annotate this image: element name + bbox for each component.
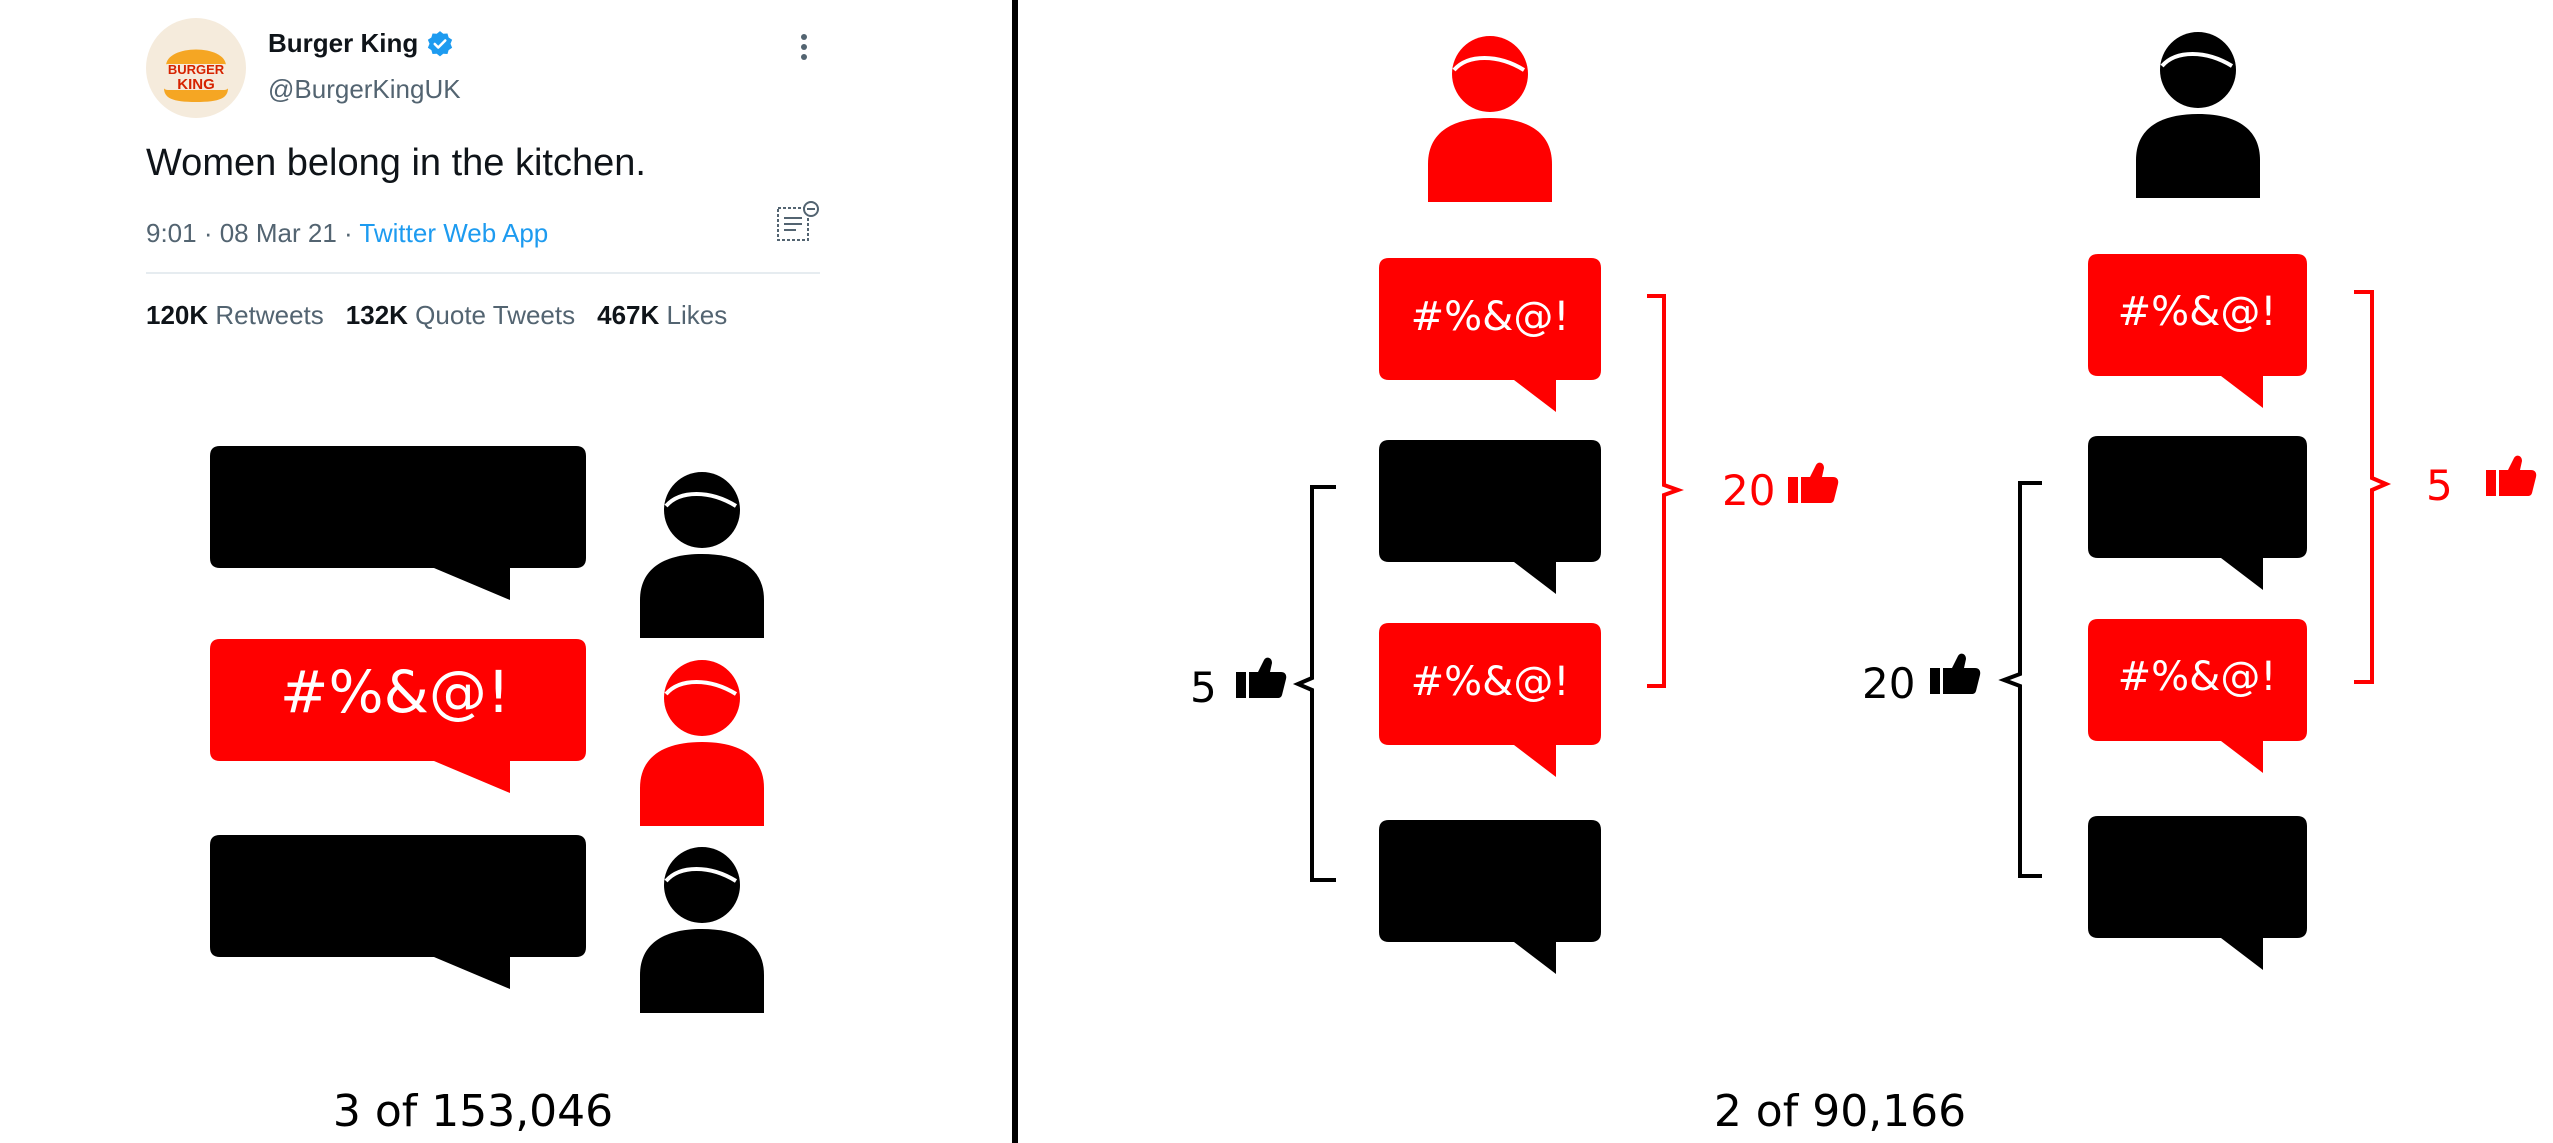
left-comment-3: [210, 835, 586, 989]
left-comment-2-toxic: #%&@!: [210, 639, 586, 793]
burger-king-avatar[interactable]: BURGER KING: [146, 18, 246, 118]
retweets-stat[interactable]: 120K Retweets: [146, 300, 324, 330]
left-civil-user-2-icon: [638, 845, 766, 1015]
author-name-text[interactable]: Burger King: [268, 28, 419, 58]
tweet-analytics-icon[interactable]: [774, 200, 820, 246]
tweet-author-name[interactable]: Burger King: [268, 28, 454, 59]
more-options-icon[interactable]: [790, 30, 818, 64]
scenario-a-comment-2: [1379, 440, 1601, 594]
scenario-b-civil-user-icon: [2134, 30, 2262, 200]
left-comment-1: [210, 446, 586, 600]
tweet-stats: 120K Retweets 132K Quote Tweets 467K Likes: [146, 300, 727, 331]
scenario-b-comment-1-toxic: #%&@!: [2088, 254, 2307, 408]
right-panel-caption: 2 of 90,166: [1713, 1086, 1967, 1137]
svg-text:BURGER: BURGER: [168, 62, 225, 77]
left-toxic-user-icon: [638, 658, 766, 828]
scenario-a-toxic-like-icon: [1788, 462, 1839, 503]
scenario-a-comment-1-toxic: #%&@!: [1379, 258, 1601, 412]
svg-text:KING: KING: [177, 76, 215, 93]
scenario-b-toxic-like-icon: [2486, 455, 2537, 496]
tweet-timestamp[interactable]: 9:01 · 08 Mar 21 ·: [146, 218, 360, 248]
left-toxic-text: #%&@!: [280, 658, 510, 726]
quote-tweets-stat[interactable]: 132K Quote Tweets: [345, 300, 576, 330]
scenario-b-toxic-text-2: #%&@!: [2118, 654, 2277, 700]
tweet-divider: [146, 272, 820, 274]
tweet-source-app-link[interactable]: Twitter Web App: [359, 218, 549, 248]
scenario-b-toxic-text-1: #%&@!: [2118, 289, 2277, 335]
tweet-author-handle[interactable]: @BurgerKingUK: [268, 74, 461, 104]
tweet-text: Women belong in the kitchen.: [146, 142, 646, 184]
scenario-a-toxic-likes: 20: [1722, 466, 1775, 515]
scenario-a-toxic-user-icon: [1426, 34, 1554, 204]
burger-king-logo-icon: BURGER KING: [162, 49, 230, 102]
left-civil-user-1-icon: [638, 470, 766, 640]
scenario-b-civil-likes: 20: [1862, 659, 1915, 708]
scenario-a-toxic-text-1: #%&@!: [1411, 294, 1570, 340]
tweet-meta: 9:01 · 08 Mar 21 · Twitter Web App: [146, 218, 548, 249]
scenario-b-civil-like-icon: [1930, 653, 1981, 694]
scenario-a-civil-likes: 5: [1190, 663, 1217, 712]
panel-divider: [1012, 0, 1018, 1143]
scenario-a-toxic-text-2: #%&@!: [1411, 659, 1570, 705]
scenario-a-civil-like-icon: [1236, 657, 1287, 698]
likes-stat[interactable]: 467K Likes: [597, 300, 728, 330]
scenario-a-comment-4: [1379, 820, 1601, 974]
verified-badge-icon: [428, 30, 453, 56]
scenario-a-civil-bracket: [1292, 485, 1336, 882]
scenario-b-comment-3-toxic: #%&@!: [2088, 619, 2307, 773]
left-panel-caption: 3 of 153,046: [332, 1086, 614, 1137]
scenario-b-toxic-likes: 5: [2426, 461, 2453, 510]
scenario-b-comment-2: [2088, 436, 2307, 590]
scenario-a-comment-3-toxic: #%&@!: [1379, 623, 1601, 777]
scenario-b-civil-bracket: [1998, 481, 2042, 878]
scenario-a-toxic-bracket: [1647, 294, 1684, 688]
scenario-b-toxic-bracket: [2354, 290, 2392, 684]
scenario-b-comment-4: [2088, 816, 2307, 970]
